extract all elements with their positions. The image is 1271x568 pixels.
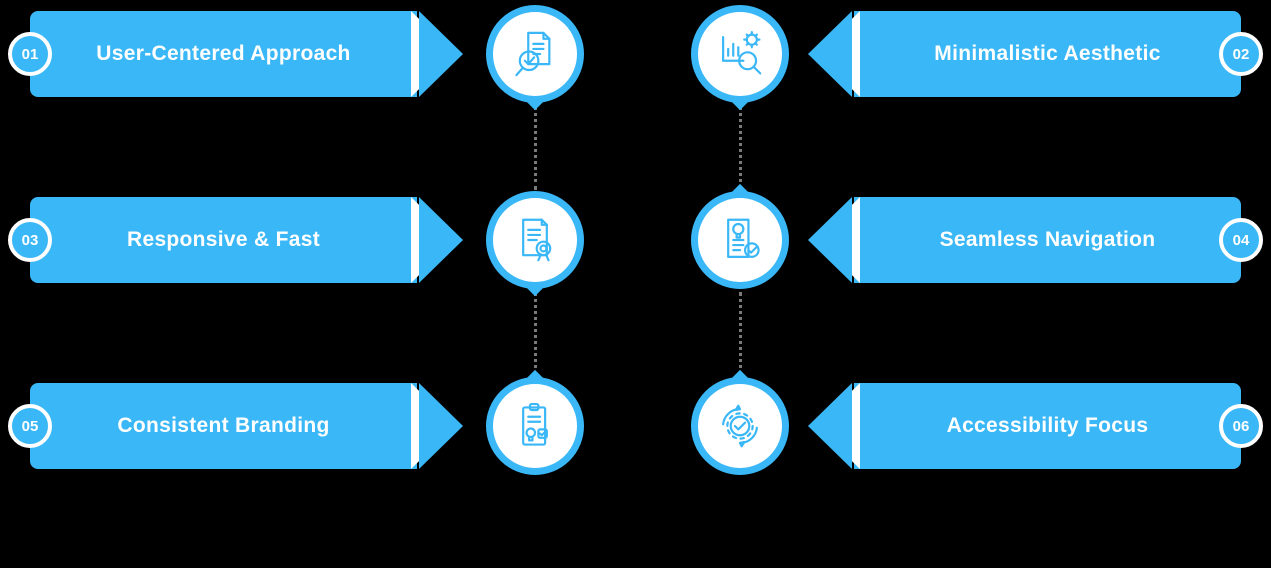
banner-bar bbox=[854, 197, 1241, 283]
banner-label: Minimalistic Aesthetic bbox=[934, 42, 1161, 65]
banner-bar bbox=[854, 11, 1241, 97]
number-badge: 02 bbox=[1219, 32, 1263, 76]
banner-label: Seamless Navigation bbox=[939, 228, 1156, 251]
banner-label: User-Centered Approach bbox=[96, 42, 351, 65]
number-badge: 03 bbox=[8, 218, 52, 262]
document-idea-icon bbox=[727, 218, 760, 258]
banner-bar bbox=[30, 197, 417, 283]
number-badge: 04 bbox=[1219, 218, 1263, 262]
banner-label: Responsive & Fast bbox=[127, 228, 320, 251]
gear-check-icon bbox=[722, 404, 758, 448]
arrow-tip bbox=[808, 197, 852, 283]
banner-item-01: User-Centered Approach 01 bbox=[8, 11, 470, 97]
icon-circle bbox=[691, 191, 789, 289]
number-badge: 06 bbox=[1219, 404, 1263, 448]
banner-item-02: Minimalistic Aesthetic 02 bbox=[801, 11, 1263, 97]
arrow-tip bbox=[419, 197, 463, 283]
banner-item-06: Accessibility Focus 06 bbox=[801, 383, 1263, 469]
banner-label: Accessibility Focus bbox=[946, 414, 1149, 437]
document-search-icon bbox=[515, 31, 551, 77]
clipboard-idea-icon bbox=[522, 402, 548, 446]
arrow-tip bbox=[808, 383, 852, 469]
icon-circle bbox=[486, 5, 584, 103]
icon-circle bbox=[486, 377, 584, 475]
dotted-connector bbox=[534, 106, 537, 190]
arrow-tip bbox=[419, 11, 463, 97]
icon-circle bbox=[691, 5, 789, 103]
banner-item-05: Consistent Branding 05 bbox=[8, 383, 470, 469]
banner-bar bbox=[30, 383, 417, 469]
dotted-connector bbox=[534, 292, 537, 376]
number-badge: 05 bbox=[8, 404, 52, 448]
arrow-tip bbox=[808, 11, 852, 97]
number-badge: 01 bbox=[8, 32, 52, 76]
dotted-connector bbox=[739, 292, 742, 376]
icon-circle bbox=[486, 191, 584, 289]
arrow-tip bbox=[419, 383, 463, 469]
icon-circle bbox=[691, 377, 789, 475]
banner-bar bbox=[30, 11, 417, 97]
banner-item-03: Responsive & Fast 03 bbox=[8, 197, 470, 283]
banner-label: Consistent Branding bbox=[117, 414, 330, 437]
banner-bar bbox=[854, 383, 1241, 469]
document-badge-icon bbox=[522, 218, 552, 262]
analytics-gear-icon bbox=[722, 30, 762, 75]
dotted-connector bbox=[739, 106, 742, 190]
banner-item-04: Seamless Navigation 04 bbox=[801, 197, 1263, 283]
